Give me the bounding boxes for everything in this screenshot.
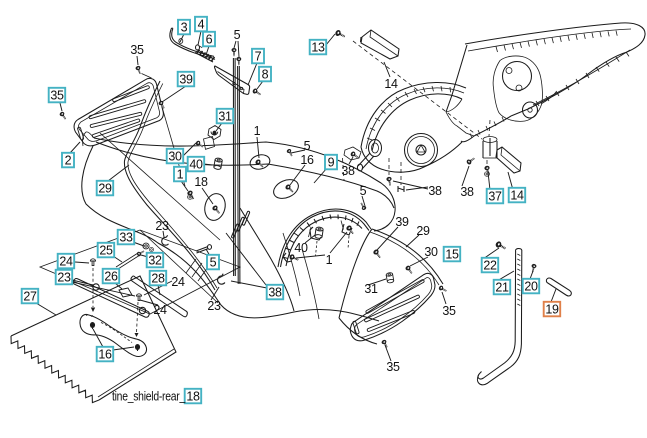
svg-text:15: 15 — [445, 248, 459, 262]
svg-text:40: 40 — [294, 241, 308, 255]
svg-text:30: 30 — [424, 245, 438, 259]
svg-text:23: 23 — [207, 299, 221, 313]
svg-text:39: 39 — [179, 73, 193, 87]
svg-text:38: 38 — [428, 184, 442, 198]
svg-text:1: 1 — [254, 124, 261, 138]
svg-text:5: 5 — [210, 256, 217, 270]
svg-text:7: 7 — [255, 50, 262, 64]
svg-text:24: 24 — [171, 275, 185, 289]
svg-text:26: 26 — [104, 270, 118, 284]
svg-text:31: 31 — [218, 110, 232, 124]
svg-text:27: 27 — [23, 290, 37, 304]
svg-text:14: 14 — [510, 189, 524, 203]
svg-text:23: 23 — [155, 219, 169, 233]
svg-text:32: 32 — [148, 254, 162, 268]
svg-text:35: 35 — [130, 43, 144, 57]
svg-text:22: 22 — [483, 259, 497, 273]
svg-text:31: 31 — [364, 282, 378, 296]
svg-text:5: 5 — [360, 184, 367, 198]
svg-text:24: 24 — [59, 255, 73, 269]
svg-text:40: 40 — [189, 158, 203, 172]
svg-text:1: 1 — [326, 253, 333, 267]
svg-text:3: 3 — [181, 21, 188, 35]
svg-text:16: 16 — [98, 348, 112, 362]
svg-text:18: 18 — [186, 390, 200, 404]
svg-text:33: 33 — [119, 231, 133, 245]
svg-text:2: 2 — [65, 154, 72, 168]
svg-text:30: 30 — [168, 150, 182, 164]
svg-text:5: 5 — [304, 139, 311, 153]
svg-text:1: 1 — [177, 168, 184, 182]
svg-text:5: 5 — [234, 28, 241, 42]
svg-text:16: 16 — [300, 153, 314, 167]
svg-text:8: 8 — [262, 68, 269, 82]
svg-text:38: 38 — [341, 164, 355, 178]
svg-text:20: 20 — [524, 280, 538, 294]
svg-text:21: 21 — [495, 281, 509, 295]
svg-text:4: 4 — [198, 18, 205, 32]
svg-text:19: 19 — [545, 303, 559, 317]
svg-text:24: 24 — [153, 303, 167, 317]
svg-text:38: 38 — [460, 185, 474, 199]
svg-text:38: 38 — [268, 286, 282, 300]
svg-text:13: 13 — [311, 41, 325, 55]
svg-text:29: 29 — [98, 182, 112, 196]
svg-text:29: 29 — [416, 224, 430, 238]
svg-text:9: 9 — [328, 156, 335, 170]
svg-text:39: 39 — [395, 215, 409, 229]
svg-text:6: 6 — [206, 33, 213, 47]
svg-text:35: 35 — [386, 360, 400, 374]
svg-text:23: 23 — [57, 271, 71, 285]
svg-text:25: 25 — [99, 244, 113, 258]
svg-text:35: 35 — [50, 89, 64, 103]
svg-text:35: 35 — [442, 304, 456, 318]
svg-text:14: 14 — [384, 77, 398, 91]
svg-text:37: 37 — [488, 190, 502, 204]
svg-text:18: 18 — [194, 175, 208, 189]
svg-text:tine_shield-rear_: tine_shield-rear_ — [112, 390, 186, 404]
svg-text:28: 28 — [151, 272, 165, 286]
